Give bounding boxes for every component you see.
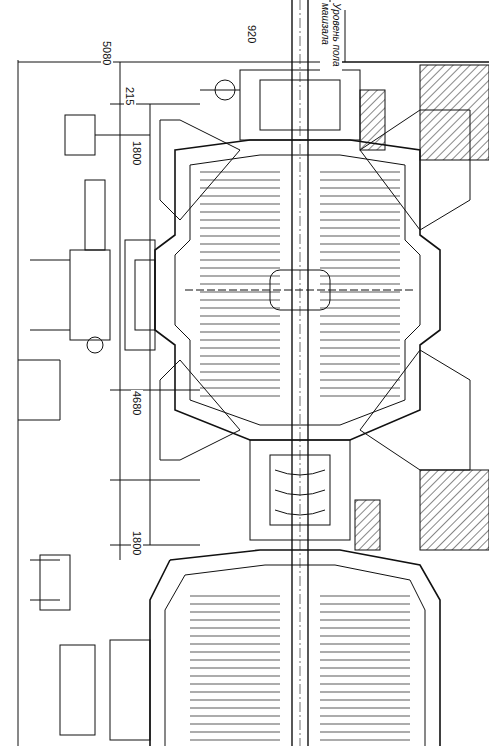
dimension-label: 215 bbox=[124, 86, 136, 106]
dimension-label: 1800 bbox=[131, 530, 143, 556]
dimension-label: 1800 bbox=[131, 140, 143, 166]
floor-level-note: Уровень пола машзала bbox=[320, 2, 342, 74]
dimension-label: 920 bbox=[246, 24, 258, 44]
dimension-label: 5080 bbox=[101, 40, 113, 66]
dimension-label: 4680 bbox=[131, 390, 143, 416]
